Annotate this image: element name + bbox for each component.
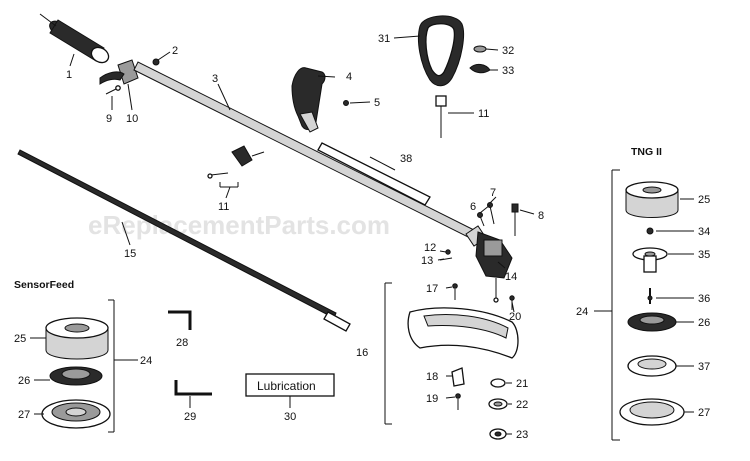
- callout-11b: 11: [478, 108, 489, 120]
- callout-14: 14: [505, 271, 517, 283]
- callout-8: 8: [538, 210, 544, 222]
- part-14-gear-head[interactable]: [465, 225, 513, 303]
- callout-30: 30: [284, 411, 296, 423]
- callout-9: 9: [106, 113, 112, 125]
- part-4-handle[interactable]: [291, 67, 326, 133]
- part-11-loop-bolt[interactable]: [435, 95, 447, 138]
- callout-13: 13: [421, 255, 433, 267]
- callout-17: 17: [426, 283, 438, 295]
- callout-25a: 25: [14, 333, 26, 345]
- callout-23: 23: [516, 429, 528, 441]
- part-29-hex-key[interactable]: [174, 380, 212, 396]
- part-22-washer[interactable]: [488, 398, 508, 410]
- part-23-washer[interactable]: [489, 428, 507, 440]
- callout-4: 4: [346, 71, 352, 83]
- callout-7: 7: [490, 187, 496, 199]
- callout-26a: 26: [18, 375, 30, 387]
- part-1-grip[interactable]: [47, 18, 111, 65]
- part-38-label[interactable]: [317, 142, 431, 206]
- callout-24b: 24: [576, 306, 588, 318]
- part-12-screw[interactable]: [445, 249, 451, 255]
- part-25-sensorfeed-cap[interactable]: [45, 317, 109, 360]
- part-18-blade[interactable]: [451, 367, 465, 387]
- part-26-tng-spool[interactable]: [627, 312, 677, 332]
- callout-5: 5: [374, 97, 380, 109]
- part-32-nut[interactable]: [473, 45, 487, 53]
- part-30-lubrication[interactable]: Lubrication: [245, 373, 335, 397]
- callout-22: 22: [516, 399, 528, 411]
- part-9-screw[interactable]: [105, 85, 121, 95]
- callout-24a: 24: [140, 355, 152, 367]
- part-35-eyelet[interactable]: [632, 247, 668, 273]
- callout-32: 32: [502, 45, 514, 57]
- part-28-hex-key[interactable]: [168, 310, 192, 330]
- part-15-drive-cable[interactable]: [17, 149, 351, 332]
- part-8-bolt[interactable]: [511, 203, 519, 236]
- callout-21: 21: [516, 378, 528, 390]
- callout-31: 31: [378, 33, 390, 45]
- part-27-tng-base[interactable]: [619, 398, 685, 426]
- part-36-spring[interactable]: [647, 288, 653, 304]
- callout-18: 18: [426, 371, 438, 383]
- part-25-tng-cap[interactable]: [625, 181, 679, 218]
- callout-27b: 27: [698, 407, 710, 419]
- callout-16: 16: [356, 347, 368, 359]
- callout-27a: 27: [18, 409, 30, 421]
- callout-3: 3: [212, 73, 218, 85]
- callout-15: 15: [124, 248, 136, 260]
- part-19-screw[interactable]: [455, 393, 461, 410]
- part-16-guard[interactable]: [407, 307, 519, 359]
- part-33-clip[interactable]: [469, 63, 491, 74]
- watermark-text: eReplacementParts.com: [88, 210, 390, 240]
- part-20-screw[interactable]: [509, 295, 515, 310]
- callout-35: 35: [698, 249, 710, 261]
- callout-38: 38: [400, 153, 412, 165]
- callout-29: 29: [184, 411, 196, 423]
- part-31-loop-handle[interactable]: [417, 15, 465, 87]
- part-5-nut[interactable]: [343, 100, 349, 106]
- part-37-tng-ring[interactable]: [627, 355, 677, 377]
- part-17-screw[interactable]: [452, 283, 458, 300]
- tng-header: TNG II: [631, 146, 662, 158]
- part-27-sensorfeed-base[interactable]: [41, 399, 111, 429]
- callout-19: 19: [426, 393, 438, 405]
- part-21-washer[interactable]: [490, 378, 506, 388]
- callout-2: 2: [172, 45, 178, 57]
- lubrication-label: Lubrication: [257, 379, 316, 393]
- callout-25b: 25: [698, 194, 710, 206]
- sensorfeed-header: SensorFeed: [14, 279, 74, 291]
- part-34-ball[interactable]: [646, 227, 654, 235]
- callout-37: 37: [698, 361, 710, 373]
- part-26-sensorfeed-spool[interactable]: [49, 366, 103, 386]
- callout-11a: 11: [218, 201, 229, 213]
- callout-33: 33: [502, 65, 514, 77]
- part-10-throttle-housing[interactable]: [99, 59, 139, 85]
- callout-20: 20: [509, 311, 521, 323]
- callout-6: 6: [470, 201, 476, 213]
- part-6-screw[interactable]: [477, 212, 485, 227]
- callout-26b: 26: [698, 317, 710, 329]
- callout-1: 1: [66, 69, 72, 81]
- callout-12: 12: [424, 242, 436, 254]
- callout-34: 34: [698, 226, 710, 238]
- part-2-washer[interactable]: [152, 58, 160, 66]
- part-11-knob-bolt[interactable]: [207, 145, 265, 179]
- callout-10: 10: [126, 113, 138, 125]
- callout-36: 36: [698, 293, 710, 305]
- callout-28: 28: [176, 337, 188, 349]
